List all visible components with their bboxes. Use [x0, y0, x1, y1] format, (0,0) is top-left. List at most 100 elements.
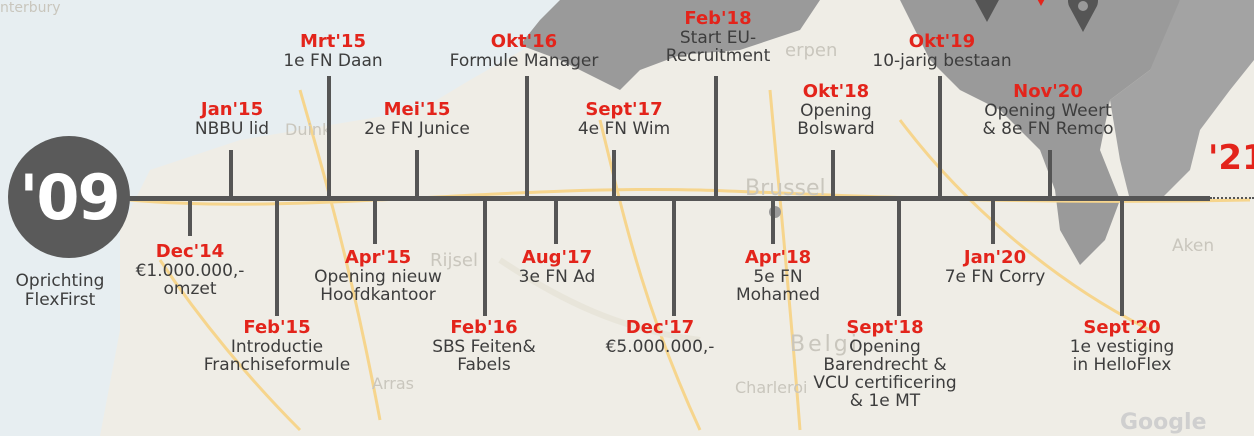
event-description: Barendrecht &: [823, 355, 947, 375]
start-label-line: FlexFirst: [24, 290, 96, 310]
start-year-circle: '09: [8, 136, 130, 258]
map-pin-icon: [975, 0, 999, 22]
event-date: Okt'18: [802, 81, 870, 102]
event-date: Mrt'15: [300, 31, 366, 52]
event-description: €1.000.000,-: [135, 261, 245, 281]
timeline-tick-mrt15: [327, 76, 331, 198]
event-description: 3e FN Ad: [518, 267, 596, 287]
map-label-rijsel: Rijsel: [430, 250, 478, 271]
timeline-tick-aug17: [554, 200, 558, 244]
timeline-axis-continuation: [1210, 197, 1254, 199]
event-description: & 1e MT: [849, 391, 921, 411]
map-pin-icon: [1068, 0, 1098, 32]
event-description: Mohamed: [735, 285, 821, 305]
timeline-tick-dec14: [188, 200, 192, 236]
event-description: 1e vestiging: [1069, 337, 1175, 357]
event-date: Jan'15: [200, 99, 264, 120]
start-year: '09: [19, 160, 120, 234]
start-label: Oprichting FlexFirst: [4, 272, 116, 310]
start-label-line: Oprichting: [15, 271, 105, 291]
event-date: Feb'16: [450, 317, 518, 338]
google-logo: Google: [1120, 410, 1207, 435]
event-date: Okt'19: [908, 31, 976, 52]
map-label-aken: Aken: [1172, 236, 1215, 256]
event-date: Feb'15: [243, 317, 311, 338]
event-description: Opening: [800, 101, 872, 121]
event-description: Bolsward: [797, 119, 875, 139]
event-description: 2e FN Junice: [364, 119, 470, 139]
event-description: 1e FN Daan: [283, 51, 383, 71]
event-date: Apr'18: [744, 247, 812, 268]
map-label-canterbury: nterbury: [0, 0, 61, 16]
event-description: Recruitment: [665, 46, 771, 66]
event-description: omzet: [163, 279, 217, 299]
event-description: 5e FN: [753, 267, 803, 287]
event-date: Sept'18: [846, 317, 924, 338]
event-description: Opening: [849, 337, 921, 357]
timeline-tick-sept18: [897, 200, 901, 316]
timeline-tick-jan20: [991, 200, 995, 244]
event-label-dec17: Dec'17€5.000.000,-: [605, 317, 715, 357]
timeline-tick-nov20: [1048, 150, 1052, 198]
event-description: Introductie: [230, 337, 324, 357]
timeline-tick-mei15: [415, 150, 419, 198]
event-date: Dec'14: [155, 241, 225, 262]
event-date: Jan'20: [963, 247, 1027, 268]
timeline-tick-jan15: [229, 150, 233, 198]
event-date: Okt'16: [490, 31, 558, 52]
event-description: 4e FN Wim: [577, 119, 671, 139]
event-date: Dec'17: [625, 317, 695, 338]
event-date: Sept'20: [1083, 317, 1161, 338]
timeline-tick-okt19: [938, 76, 942, 198]
event-description: Franchiseformule: [203, 355, 351, 375]
event-description: SBS Feiten&: [432, 337, 536, 357]
timeline-tick-dec17: [672, 200, 676, 316]
timeline-tick-okt16: [525, 76, 529, 198]
timeline-tick-feb16: [483, 200, 487, 316]
event-date: Apr'15: [344, 247, 412, 268]
map-label-belgie: Belgi: [790, 332, 860, 357]
event-date: Feb'18: [684, 8, 752, 29]
timeline-tick-feb18: [714, 76, 718, 198]
event-description: & 8e FN Remco: [982, 119, 1114, 139]
event-description: Opening nieuw: [314, 267, 442, 287]
timeline-tick-sept20: [1120, 200, 1124, 316]
event-description: 10-jarig bestaan: [872, 51, 1012, 71]
timeline-tick-feb15: [275, 200, 279, 316]
map-label-antwerpen: erpen: [785, 40, 838, 61]
event-date: Sept'17: [585, 99, 663, 120]
timeline-axis: [120, 196, 1210, 201]
event-description: Start EU-: [679, 28, 757, 48]
timeline-tick-okt18: [831, 150, 835, 198]
map-label-duinkerken: Duink: [285, 120, 332, 139]
event-description: Formule Manager: [449, 51, 599, 71]
event-description: Opening Weert: [984, 101, 1112, 121]
event-label-dec14: Dec'14€1.000.000,-omzet: [135, 241, 245, 299]
map-label-charleroi: Charleroi: [735, 378, 808, 397]
event-date: Aug'17: [521, 247, 593, 268]
event-date: Nov'20: [1013, 81, 1083, 102]
event-description: 7e FN Corry: [944, 267, 1046, 287]
timeline-tick-sept17: [612, 150, 616, 198]
event-description: Fabels: [457, 355, 511, 375]
map-label-arras: Arras: [372, 374, 414, 393]
map-pin-icon: [1037, 0, 1045, 6]
event-description: in HelloFlex: [1072, 355, 1172, 375]
timeline-tick-apr15: [373, 200, 377, 244]
event-description: €5.000.000,-: [605, 337, 715, 357]
